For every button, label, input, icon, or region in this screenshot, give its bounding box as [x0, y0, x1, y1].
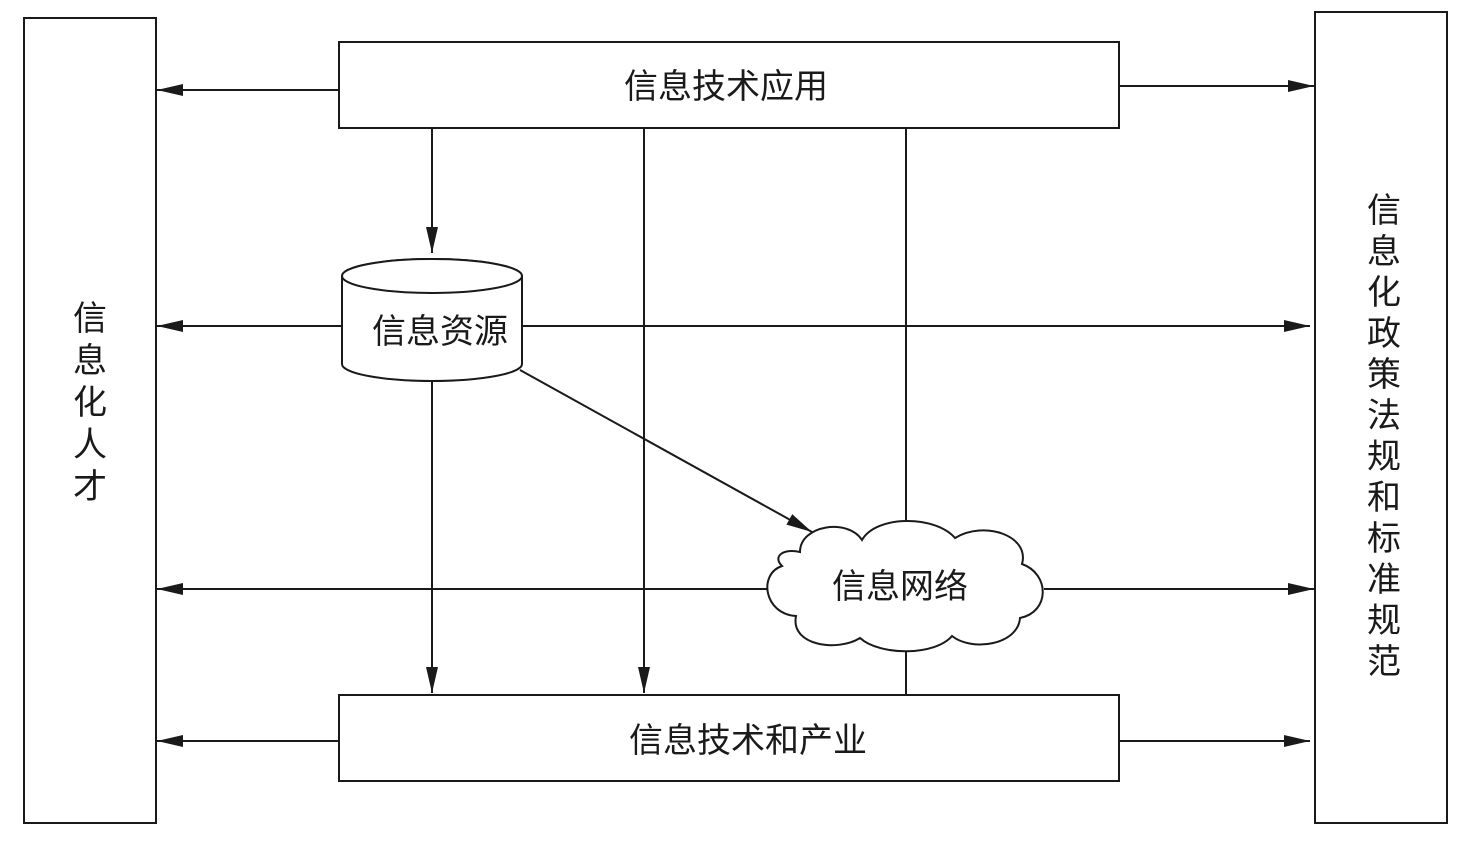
arrows — [157, 80, 1314, 747]
top-box-label: 信息技术应用 — [624, 67, 828, 107]
top-box: 信息技术应用 — [338, 41, 1120, 129]
left-pillar-label: 信息化人才 — [73, 299, 107, 507]
cloud-label: 信息网络 — [832, 567, 968, 607]
cloud-shape: 信息网络 — [766, 520, 1044, 653]
arrow-database-to-cloud — [519, 369, 813, 533]
right-pillar: 信息化政策法规和标准规范 — [1314, 11, 1448, 824]
bottom-box: 信息技术和产业 — [338, 694, 1120, 782]
left-pillar: 信息化人才 — [23, 17, 157, 824]
database-cylinder: 信息资源 — [341, 258, 523, 382]
database-label: 信息资源 — [372, 312, 508, 352]
bottom-box-label: 信息技术和产业 — [629, 721, 867, 761]
right-pillar-label: 信息化政策法规和标准规范 — [1367, 191, 1401, 682]
